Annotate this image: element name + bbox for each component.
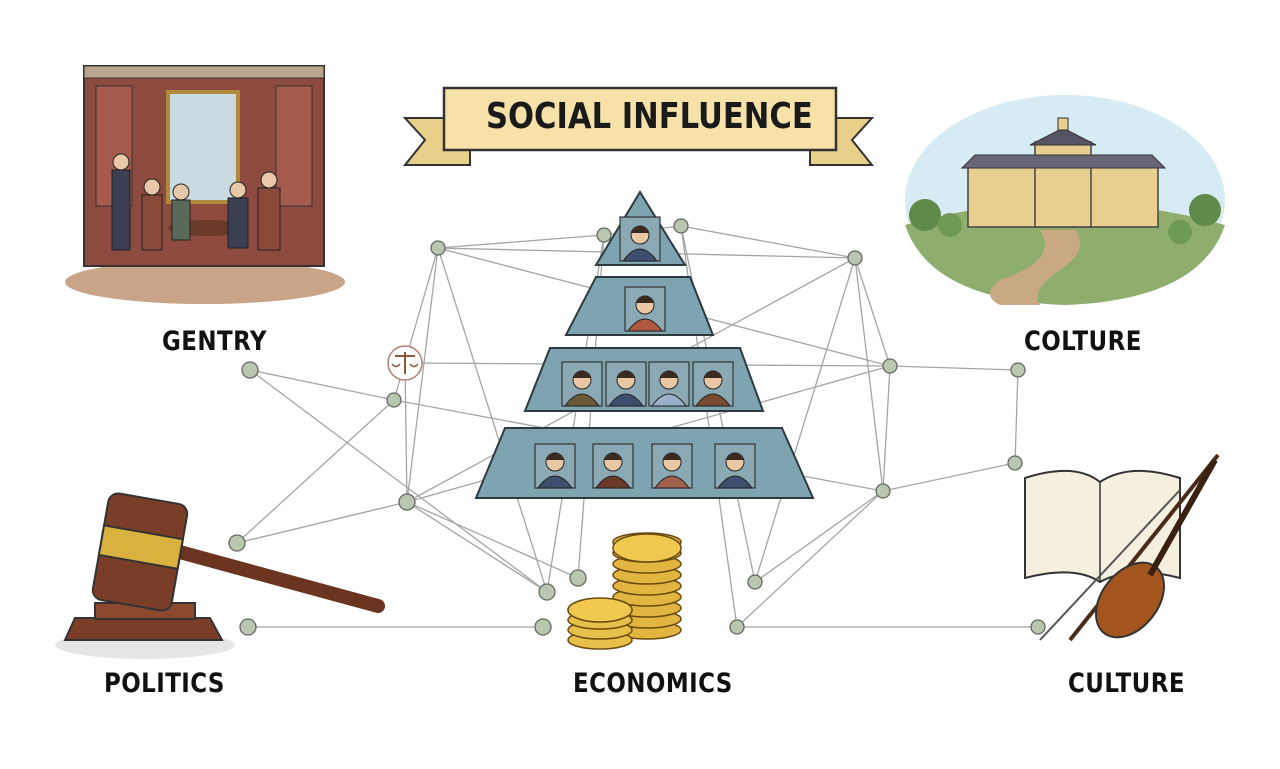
network-node (430, 240, 446, 256)
label-colture: COLTURE (1024, 326, 1142, 357)
gavel-icon (55, 492, 385, 659)
network-node (729, 619, 745, 635)
network-link (889, 365, 1019, 371)
network-link (854, 257, 891, 367)
network-link (680, 225, 856, 259)
network-node (538, 583, 556, 601)
gentry-salon-illustration (65, 65, 345, 304)
portrait-body (564, 393, 600, 407)
portrait-body (627, 318, 663, 332)
portrait-hair (660, 371, 678, 378)
network-link (406, 247, 439, 503)
network-node (596, 227, 612, 243)
portrait-hair (726, 453, 744, 460)
portrait-body (654, 475, 690, 489)
network-link (437, 247, 548, 593)
network-node (875, 483, 891, 499)
network-link (236, 399, 395, 544)
network-link (249, 369, 548, 593)
portrait-body (651, 393, 687, 407)
network-link (1014, 369, 1019, 464)
network-node (228, 534, 246, 552)
network-link (406, 501, 579, 579)
portrait-hair (604, 453, 622, 460)
portrait-body (595, 475, 631, 489)
scales-icon (387, 345, 423, 381)
manor-house-illustration (905, 95, 1225, 305)
network-node (1010, 362, 1026, 378)
portrait-body (717, 475, 753, 489)
coin-stack-icon (567, 532, 682, 650)
network-link (406, 501, 548, 593)
portrait-hair (631, 226, 649, 233)
network-link (882, 462, 1016, 492)
title-text: SOCIAL INFLUENCE (486, 96, 813, 137)
network-node (847, 250, 863, 266)
network-node (673, 218, 689, 234)
network-link (754, 490, 884, 583)
network-link (437, 234, 605, 249)
coin-face (567, 597, 633, 623)
pyramid-tier-4 (474, 427, 815, 499)
portrait-hair (704, 371, 722, 378)
portrait-body (537, 475, 573, 489)
book-violin-icon (1024, 453, 1220, 642)
network-node (398, 493, 416, 511)
network-link (854, 257, 884, 492)
network-link (249, 369, 395, 401)
portrait-body (695, 393, 731, 407)
portrait-hair (546, 453, 564, 460)
network-node (1007, 455, 1023, 471)
portrait-hair (573, 371, 591, 378)
network-node (569, 569, 587, 587)
network-node (882, 358, 898, 374)
label-economics: ECONOMICS (573, 668, 733, 699)
pyramid-portraits (534, 216, 756, 489)
portrait-hair (663, 453, 681, 460)
network-link (736, 490, 884, 628)
title-banner (402, 86, 875, 166)
coin-face (612, 533, 682, 563)
network-node (1030, 619, 1046, 635)
network-node (534, 618, 552, 636)
network-node (747, 574, 763, 590)
label-culture: CULTURE (1068, 668, 1185, 699)
network-link (404, 362, 408, 503)
label-gentry: GENTRY (162, 326, 267, 357)
network-nodes (228, 218, 1046, 636)
network-link (236, 501, 408, 544)
portrait-hair (617, 371, 635, 378)
portrait-body (608, 393, 644, 407)
network-node (239, 618, 257, 636)
network-node (241, 361, 259, 379)
network-node (386, 392, 402, 408)
label-politics: POLITICS (104, 668, 225, 699)
portrait-hair (636, 296, 654, 303)
network-link (754, 257, 856, 583)
portrait-body (622, 248, 658, 262)
network-link (882, 365, 891, 492)
